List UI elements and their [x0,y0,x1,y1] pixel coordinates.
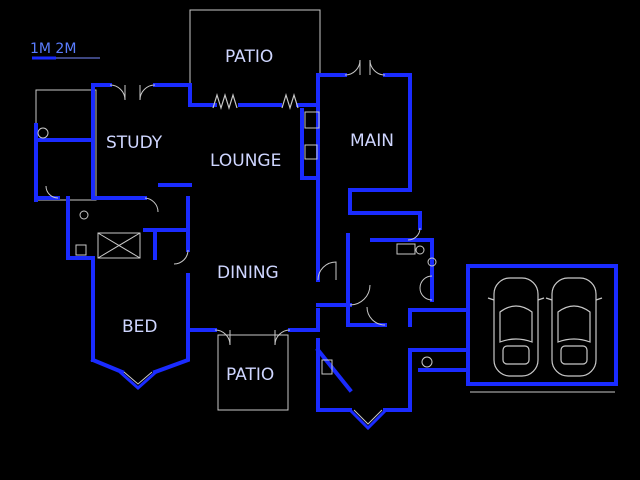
doors [45,59,433,346]
room-label-patio-bottom: PATIO [226,365,274,385]
room-label-bed: BED [122,317,158,337]
bay-windows [119,370,388,431]
walls [34,73,618,412]
outline-lines [35,9,615,411]
room-label-dining: DINING [217,263,279,283]
bathroom-fixtures [37,111,437,375]
car-icon [487,277,545,377]
scale-label: 1M 2M [30,41,76,57]
scale-bar: 1M 2M [30,41,100,60]
sliding-doors [212,92,299,111]
car-icon [545,277,603,377]
room-label-study: STUDY [106,133,163,153]
room-label-patio-top: PATIO [225,47,273,67]
room-label-lounge: LOUNGE [210,151,281,171]
room-label-main: MAIN [350,131,394,151]
